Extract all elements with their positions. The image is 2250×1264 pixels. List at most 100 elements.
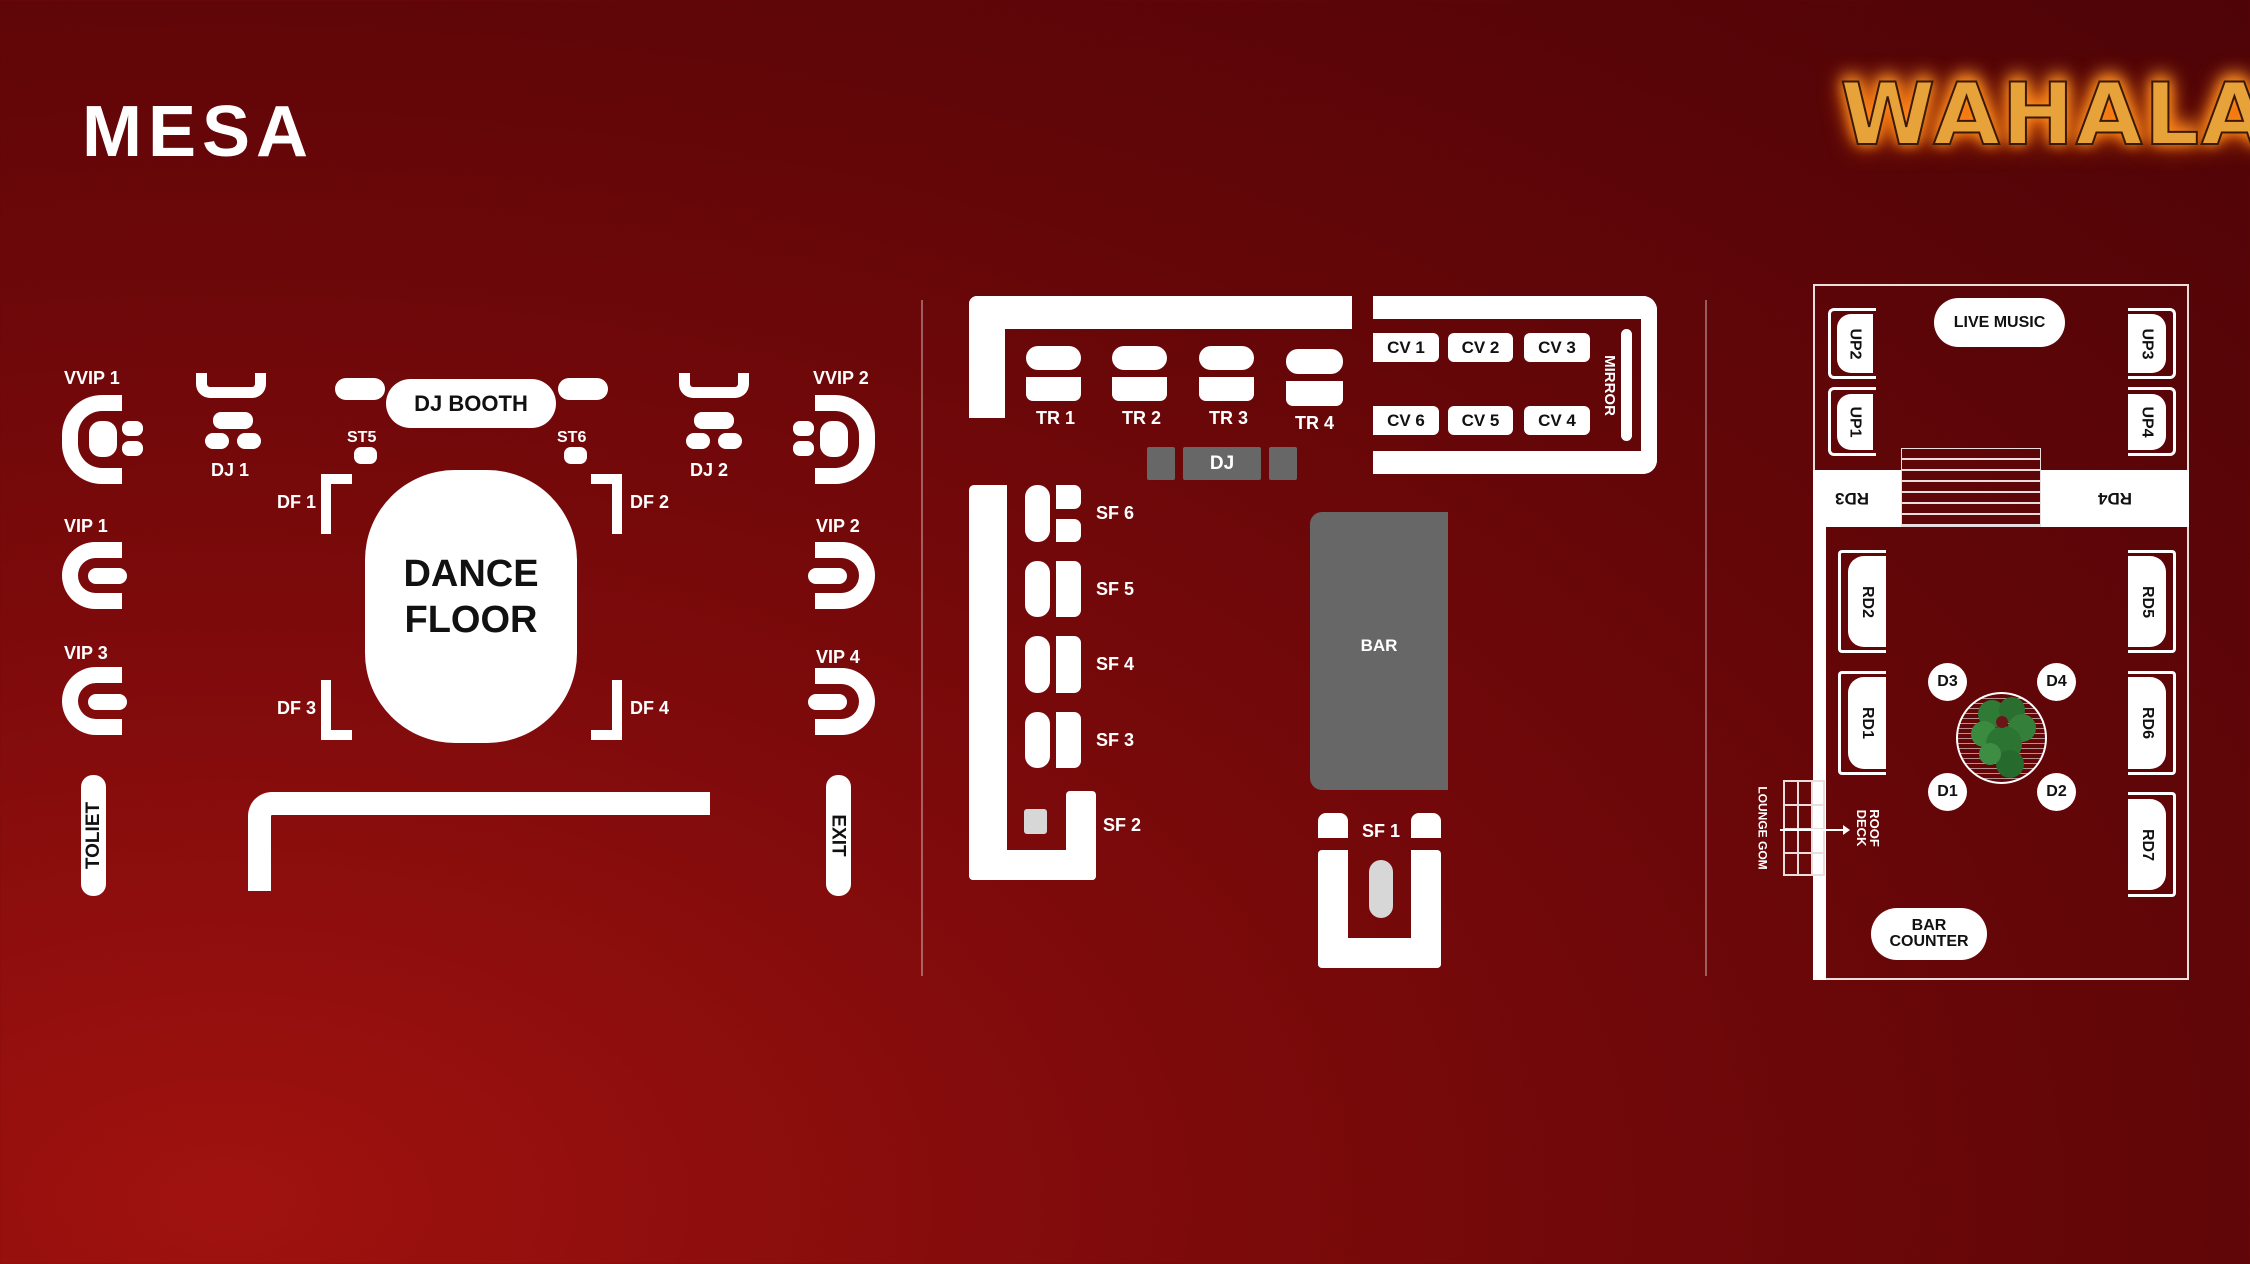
- rd5-table[interactable]: RD5: [2128, 556, 2166, 647]
- sf1-seat[interactable]: [1318, 813, 1348, 838]
- sf6-table[interactable]: [1056, 519, 1081, 542]
- dj-booth[interactable]: DJ BOOTH: [386, 379, 556, 428]
- sf2-table[interactable]: [1024, 809, 1047, 834]
- df3-table[interactable]: [321, 680, 352, 740]
- sf4-seat[interactable]: [1025, 636, 1050, 693]
- dj2-seat[interactable]: [686, 433, 710, 449]
- dj1-seat[interactable]: [205, 433, 229, 449]
- sf6-seat[interactable]: [1025, 485, 1050, 542]
- sf6-table[interactable]: [1056, 485, 1081, 509]
- tr4-table[interactable]: [1286, 381, 1343, 406]
- vip4-table[interactable]: [808, 694, 847, 710]
- st6-stool[interactable]: [564, 447, 587, 464]
- d3-table[interactable]: D3: [1928, 663, 1967, 701]
- rd1-table[interactable]: RD1: [1848, 677, 1886, 769]
- tr3-seat[interactable]: [1199, 346, 1254, 370]
- df2-table[interactable]: [591, 474, 622, 534]
- rd5-booth[interactable]: [2128, 550, 2176, 653]
- vip3-table[interactable]: [88, 694, 127, 710]
- up3-table[interactable]: UP3: [2128, 314, 2166, 373]
- up1-table[interactable]: UP1: [1837, 394, 1873, 450]
- cv5-table[interactable]: CV 5: [1448, 406, 1513, 435]
- dj-booth-side: [558, 378, 608, 400]
- roof-deck-label: ROOF: [1867, 809, 1882, 847]
- vvip2-seat[interactable]: [793, 441, 814, 456]
- exit-door[interactable]: EXIT: [826, 775, 851, 896]
- cv1-table[interactable]: CV 1: [1373, 333, 1439, 362]
- sf1-seat[interactable]: [1411, 813, 1441, 838]
- vvip1-seat[interactable]: [122, 421, 143, 436]
- vip2-table[interactable]: [808, 568, 847, 584]
- dance-floor-label: FLOOR: [404, 598, 538, 641]
- cv3-table[interactable]: CV 3: [1524, 333, 1590, 362]
- st5-stool[interactable]: [354, 447, 377, 464]
- sf5-table[interactable]: [1056, 561, 1081, 617]
- dj2-booth[interactable]: [679, 373, 749, 398]
- cv2-table[interactable]: CV 2: [1448, 333, 1513, 362]
- cv6-table[interactable]: CV 6: [1373, 406, 1439, 435]
- tr3-label: TR 3: [1209, 408, 1249, 428]
- dj-station[interactable]: DJ: [1183, 447, 1261, 480]
- dj1-seat[interactable]: [237, 433, 261, 449]
- rd6-table[interactable]: RD6: [2128, 677, 2166, 769]
- roof-deck-stairs[interactable]: [1783, 780, 1825, 876]
- rd2-booth[interactable]: [1838, 550, 1886, 653]
- bar-counter-label: COUNTER: [1889, 933, 1969, 950]
- df1-table[interactable]: [321, 474, 352, 534]
- vvip1-seat[interactable]: [122, 441, 143, 456]
- sf1-table[interactable]: [1369, 860, 1393, 918]
- vip1-booth[interactable]: [62, 542, 122, 609]
- mesa-logo: MESA: [82, 92, 315, 172]
- sf5-seat[interactable]: [1025, 561, 1050, 617]
- section-divider: [1705, 300, 1707, 976]
- d1-table[interactable]: D1: [1928, 773, 1967, 811]
- cv4-table[interactable]: CV 4: [1524, 406, 1590, 435]
- tr1-table[interactable]: [1026, 377, 1081, 401]
- up2-booth[interactable]: [1828, 308, 1876, 379]
- bar-counter[interactable]: BAR COUNTER: [1871, 908, 1987, 960]
- vvip1-table[interactable]: [89, 421, 117, 457]
- tr3-table[interactable]: [1199, 377, 1254, 401]
- lounge-label: LOUNGE GOM: [1756, 786, 1770, 870]
- dj2-seat[interactable]: [718, 433, 742, 449]
- toilet-door[interactable]: TOLIET: [81, 775, 106, 896]
- df4-table[interactable]: [591, 680, 622, 740]
- vip3-label: VIP 3: [64, 643, 108, 663]
- up4-table[interactable]: UP4: [2128, 394, 2166, 450]
- tr4-seat[interactable]: [1286, 349, 1343, 374]
- sf1-label: SF 1: [1362, 821, 1401, 841]
- rd1-booth[interactable]: [1838, 671, 1886, 775]
- live-music-stage[interactable]: LIVE MUSIC: [1934, 298, 2065, 347]
- vvip2-table[interactable]: [820, 421, 848, 457]
- up3-booth[interactable]: [2128, 308, 2176, 379]
- bar[interactable]: BAR: [1310, 512, 1448, 790]
- rd4-table[interactable]: RD4: [2041, 470, 2189, 527]
- dj2-seat[interactable]: [694, 412, 734, 429]
- rd2-table[interactable]: RD2: [1848, 556, 1886, 647]
- dance-floor[interactable]: DANCE FLOOR: [365, 470, 577, 743]
- st6-label: ST6: [557, 429, 587, 446]
- tr1-seat[interactable]: [1026, 346, 1081, 370]
- d4-table[interactable]: D4: [2037, 663, 2076, 701]
- sf3-table[interactable]: [1056, 712, 1081, 768]
- d2-table[interactable]: D2: [2037, 773, 2076, 811]
- sf1-booth[interactable]: [1318, 850, 1441, 968]
- rd3-table[interactable]: RD3: [1813, 470, 1901, 527]
- up1-booth[interactable]: [1828, 387, 1876, 456]
- sf4-table[interactable]: [1056, 636, 1081, 693]
- tr2-table[interactable]: [1112, 377, 1167, 401]
- tr2-seat[interactable]: [1112, 346, 1167, 370]
- rd7-booth[interactable]: [2128, 792, 2176, 897]
- rd6-booth[interactable]: [2128, 671, 2176, 775]
- up2-table[interactable]: UP2: [1837, 314, 1873, 373]
- sf4-label: SF 4: [1096, 654, 1135, 674]
- up4-booth[interactable]: [2128, 387, 2176, 456]
- vip4-label: VIP 4: [816, 647, 860, 667]
- vvip2-seat[interactable]: [793, 421, 814, 436]
- sf3-seat[interactable]: [1025, 712, 1050, 768]
- dj1-booth[interactable]: [196, 373, 266, 398]
- vip1-table[interactable]: [88, 568, 127, 584]
- dj2-label: DJ 2: [690, 460, 729, 480]
- rd7-table[interactable]: RD7: [2128, 799, 2166, 890]
- dj1-seat[interactable]: [213, 412, 253, 429]
